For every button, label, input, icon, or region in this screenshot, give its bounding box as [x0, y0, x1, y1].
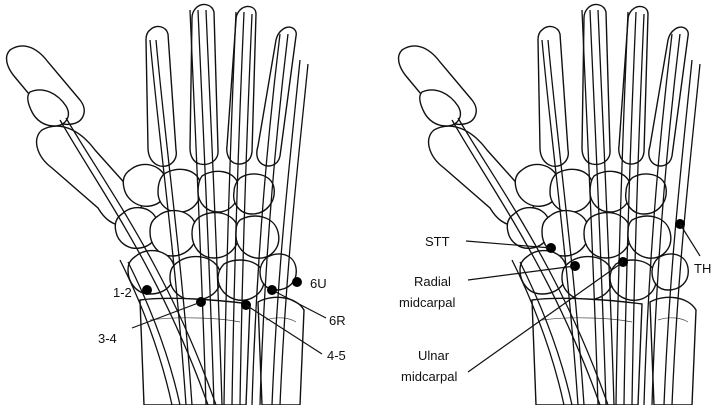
label-4-5: 4-5 [327, 348, 346, 363]
label-stt: STT [425, 234, 450, 249]
label-6r: 6R [329, 313, 346, 328]
label-radial-line1: Radial [414, 274, 451, 289]
portal-6u-dot [292, 277, 302, 287]
label-1-2: 1-2 [113, 285, 132, 300]
label-3-4: 3-4 [98, 331, 117, 346]
portal-1-2-dot [142, 285, 152, 295]
label-6u: 6U [310, 276, 327, 291]
right-panel: STT Radial midcarpal Ulnar midcarpal TH [399, 5, 712, 405]
left-panel: 1-2 3-4 4-5 6U 6R [7, 5, 346, 405]
label-radial-line2: midcarpal [399, 295, 455, 310]
label-ulnar-line2: midcarpal [401, 369, 457, 384]
label-ulnar-line1: Ulnar [418, 348, 450, 363]
label-th: TH [694, 261, 711, 276]
right-hand-illustration [399, 5, 700, 405]
left-hand-illustration [7, 5, 308, 405]
